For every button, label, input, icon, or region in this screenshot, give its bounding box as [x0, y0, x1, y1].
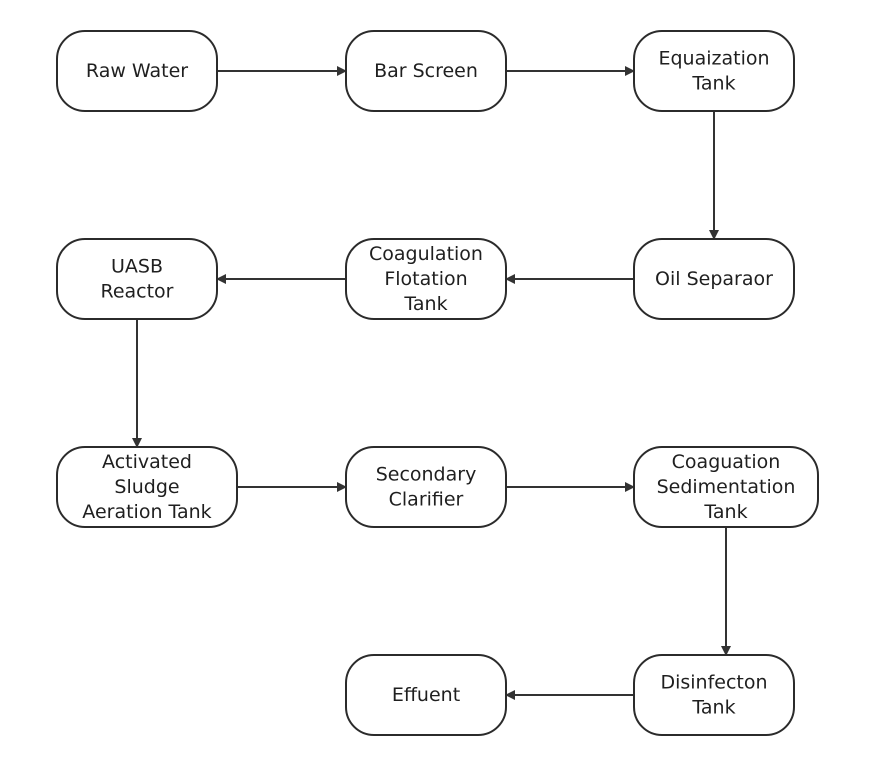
node-label: UASB	[111, 256, 163, 278]
node-label: Activated	[102, 451, 192, 473]
node-label: Disinfecton	[660, 672, 767, 694]
node-box	[56, 238, 218, 320]
node-uasb-reactor: UASB Reactor	[56, 238, 218, 320]
node-bar-screen: Bar Screen	[345, 30, 507, 112]
node-label: Sludge	[114, 476, 179, 498]
node-label: Aeration Tank	[82, 501, 211, 523]
node-label: Secondary	[376, 464, 477, 486]
node-box	[56, 30, 218, 112]
node-box	[633, 446, 819, 528]
node-label: Flotation	[384, 268, 467, 290]
node-raw-water: Raw Water	[56, 30, 218, 112]
node-box	[56, 446, 238, 528]
node-box	[633, 30, 795, 112]
node-label: Coagulation	[369, 243, 483, 265]
node-box	[345, 446, 507, 528]
node-label: Raw Water	[86, 60, 188, 82]
node-label: Sedimentation	[657, 476, 796, 498]
node-label: Tank	[691, 697, 735, 719]
node-label: Effuent	[392, 684, 460, 706]
node-label: Tank	[403, 293, 447, 315]
node-label: Bar Screen	[374, 60, 478, 82]
node-oil-separator: Oil Separaor	[633, 238, 795, 320]
node-effluent: Effuent	[345, 654, 507, 736]
node-box	[345, 30, 507, 112]
node-label: Clarifier	[389, 489, 464, 511]
node-box	[345, 654, 507, 736]
node-label: Tank	[691, 73, 735, 95]
node-box	[633, 238, 795, 320]
node-label: Coaguation	[672, 451, 781, 473]
edges-layer	[132, 66, 731, 700]
node-label: Oil Separaor	[655, 268, 773, 290]
node-label: Tank	[703, 501, 747, 523]
node-label: Reactor	[100, 281, 173, 303]
node-box	[633, 654, 795, 736]
node-label: Equaization	[658, 48, 769, 70]
node-box	[345, 238, 507, 320]
